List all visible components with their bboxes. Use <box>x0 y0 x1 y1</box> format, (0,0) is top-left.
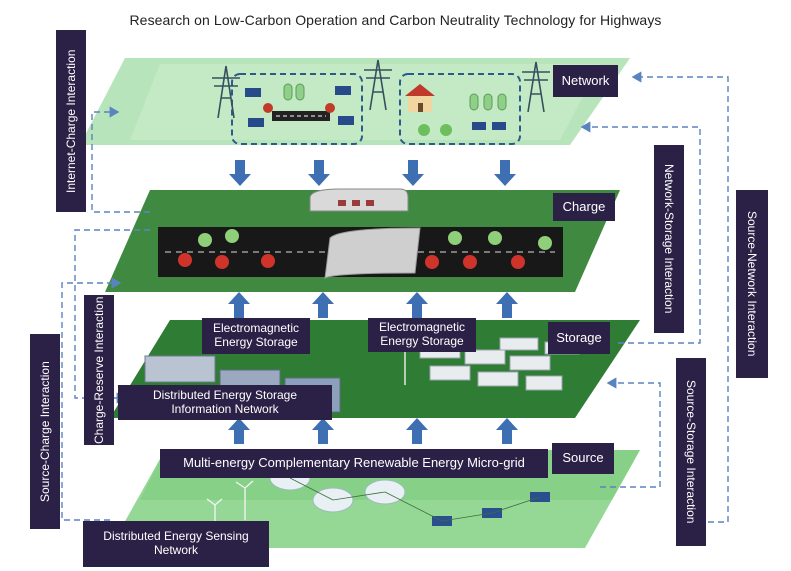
ev-icon <box>325 103 335 113</box>
storage-label: Storage <box>548 322 610 354</box>
source-storage-interaction-label: Source-Storage Interaction <box>676 358 706 546</box>
interaction-lines <box>61 71 729 523</box>
source-label: Source <box>552 443 614 474</box>
sensing-network-label: Distributed Energy Sensing Network <box>83 521 269 567</box>
canopy-icon <box>324 227 421 279</box>
battery-icon <box>283 83 507 111</box>
ev-charger-icon <box>198 229 552 250</box>
microgrid-label: Multi-energy Complementary Renewable Ene… <box>160 449 548 478</box>
distributed-storage-network-label: Distributed Energy Storage Information N… <box>118 385 332 420</box>
power-pylon-icon <box>212 65 240 119</box>
internet-charge-interaction-label: Internet-Charge Interaction <box>56 30 86 212</box>
power-pylon-icon <box>364 59 392 111</box>
microgrid-cluster-left <box>231 73 363 145</box>
charge-reserve-interaction-label: Charge-Reserve Interaction <box>84 295 114 445</box>
up-arrows-upper <box>228 292 518 318</box>
ev-icon <box>178 253 525 269</box>
source-charge-interaction-label: Source-Charge Interaction <box>30 334 60 529</box>
em-storage-label-left: Electromagnetic Energy Storage <box>202 318 310 354</box>
source-network-interaction-label: Source-Network Interaction <box>736 190 768 378</box>
charge-label: Charge <box>553 193 615 221</box>
network-layer <box>80 58 630 145</box>
em-storage-label-right: Electromagnetic Energy Storage <box>368 318 476 352</box>
network-storage-interaction-label: Network-Storage Interaction <box>654 145 684 333</box>
network-label: Network <box>553 65 618 97</box>
diagram-title: Research on Low-Carbon Operation and Car… <box>129 12 662 28</box>
ev-icon <box>263 103 273 113</box>
power-pylon-icon <box>522 61 550 113</box>
up-arrows-lower <box>228 418 518 444</box>
charge-layer <box>105 188 620 292</box>
down-arrows <box>229 160 516 186</box>
microgrid-cluster-right <box>399 73 521 145</box>
solar-panel-icon <box>245 86 506 130</box>
ev-charger-icon <box>418 124 452 136</box>
house-icon <box>405 84 435 112</box>
